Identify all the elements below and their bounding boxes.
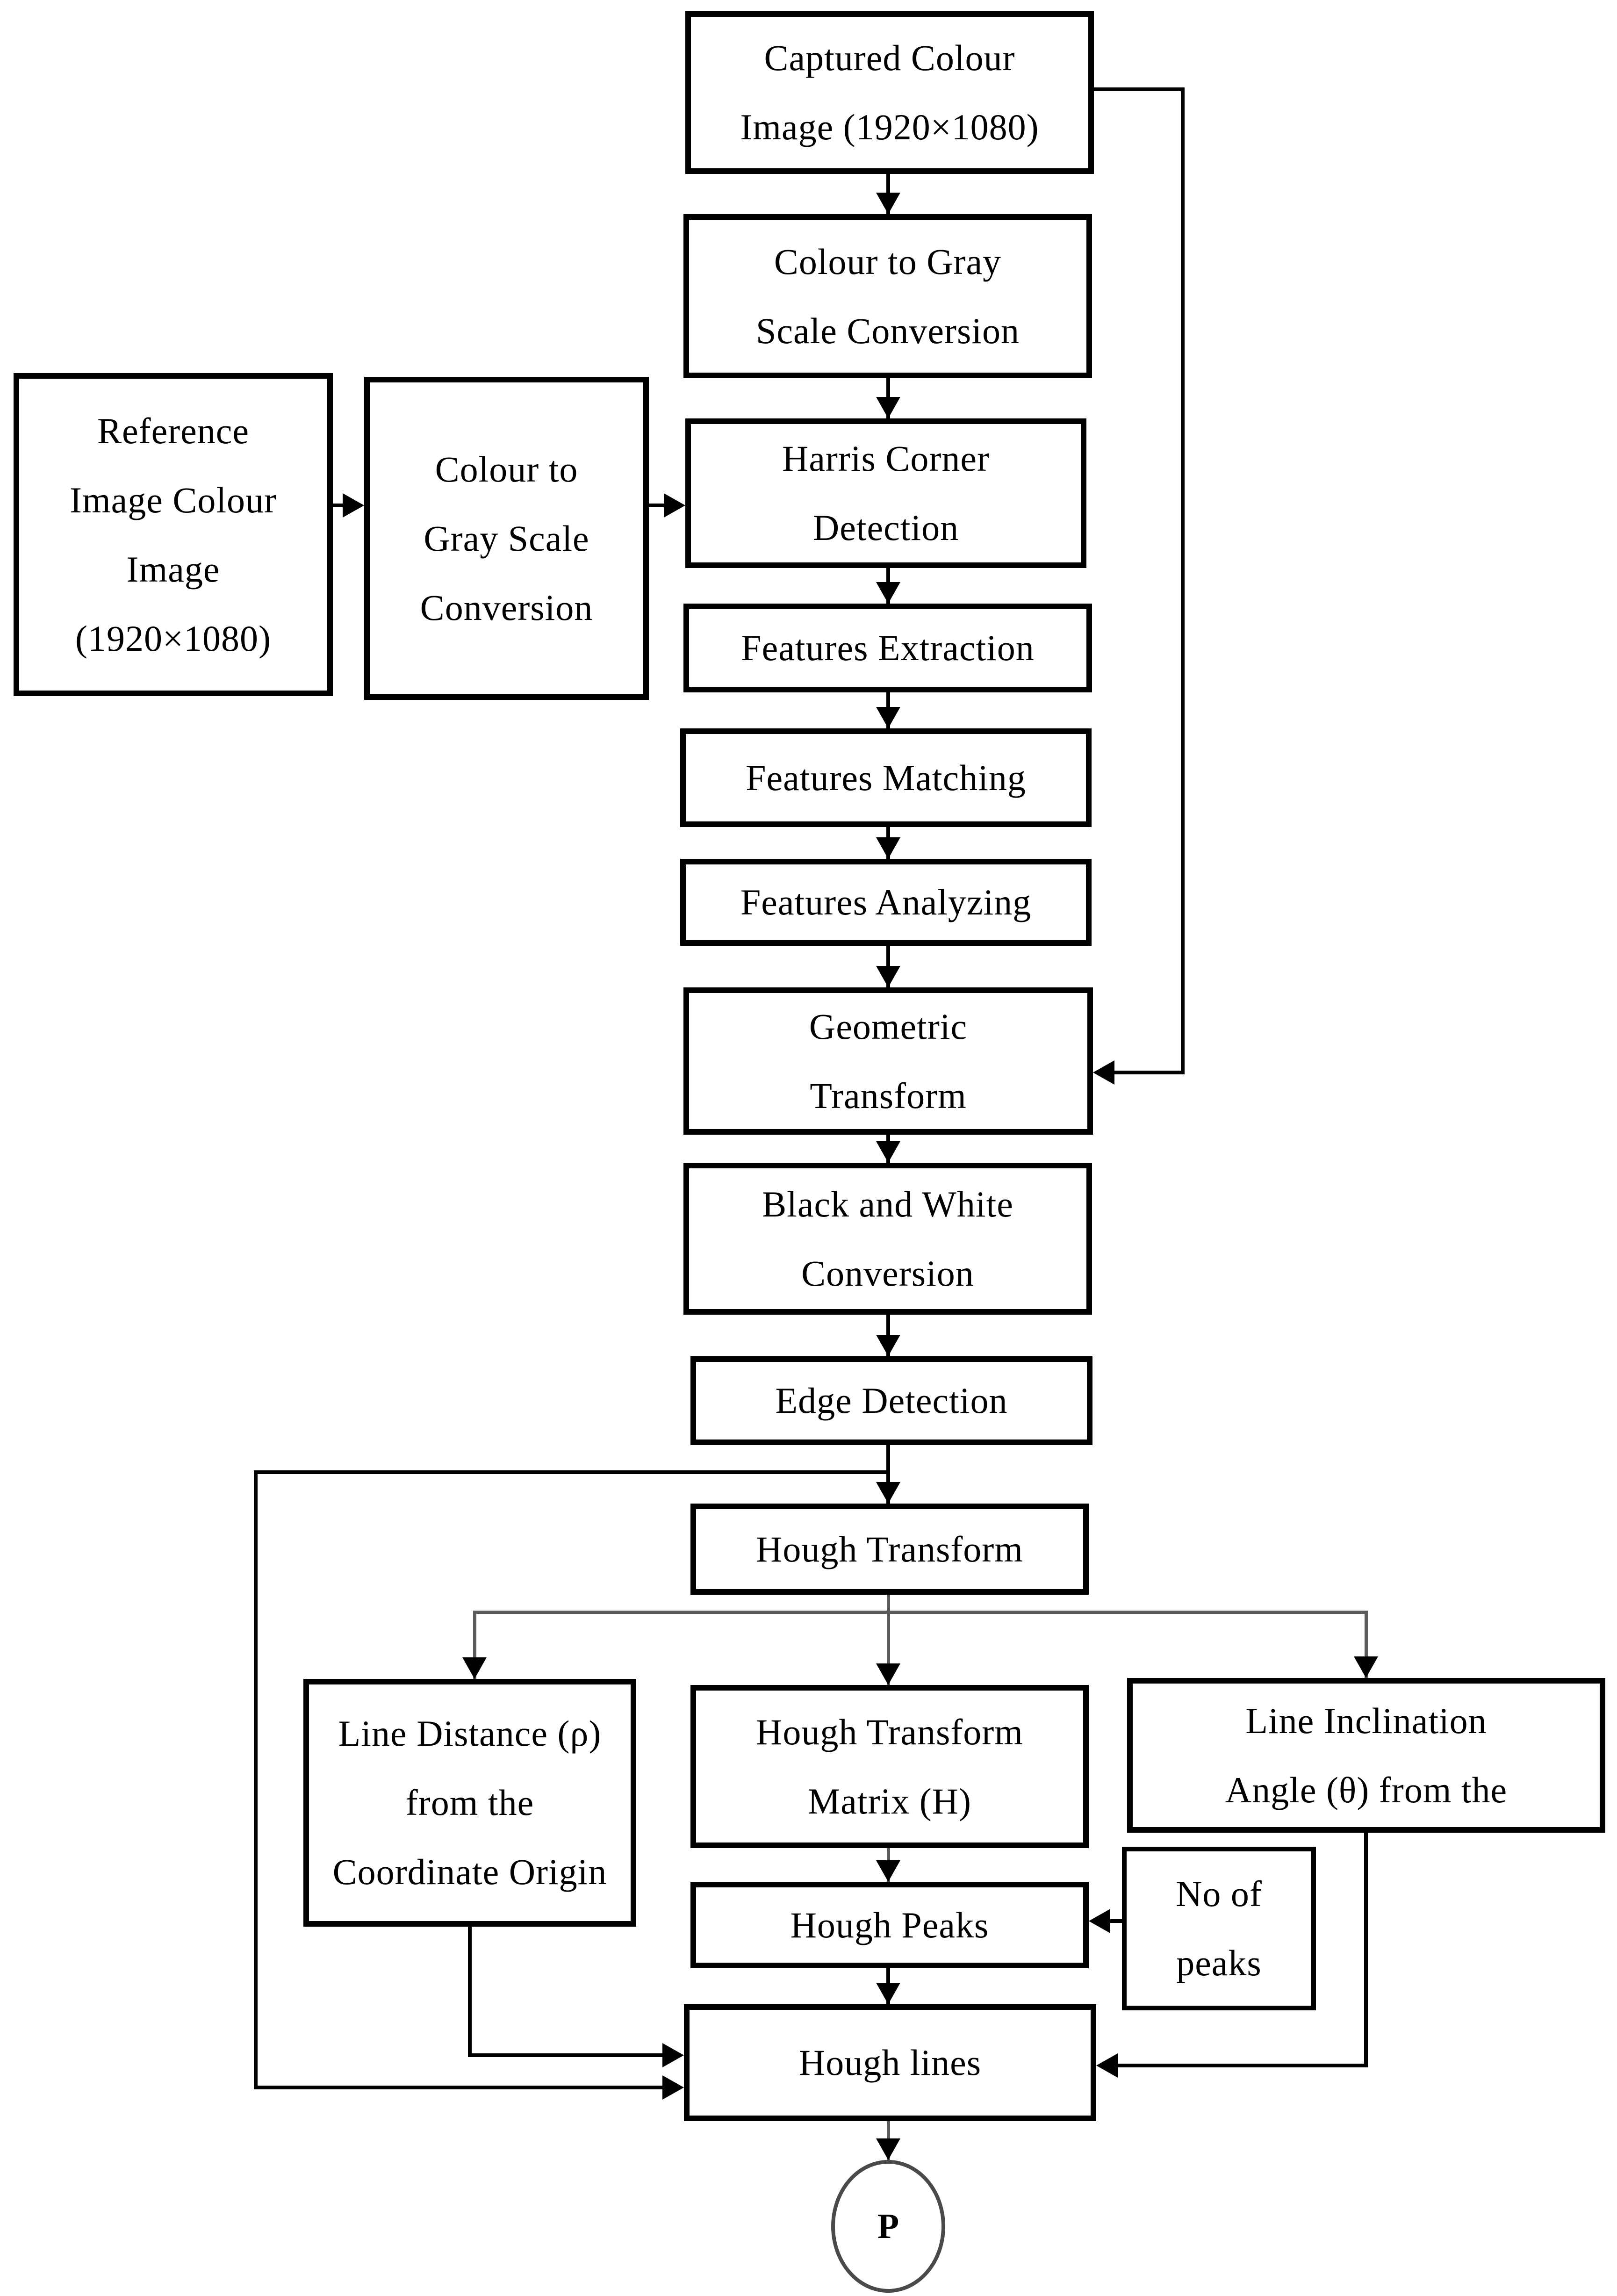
node-features-matching: Features Matching xyxy=(680,728,1092,827)
connector-linedistance-to-houghlines xyxy=(468,2053,664,2057)
connector-inclination-to-houghlines xyxy=(1118,2064,1366,2067)
arrowhead-right-into-c2gref xyxy=(343,493,364,518)
arrowhead-down-into-geometric xyxy=(876,966,900,987)
node-features-analyzing: Features Analyzing xyxy=(680,859,1092,946)
arrowhead-down-into-houghtransform xyxy=(876,1482,900,1504)
node-hough-transform-matrix: Hough Transform Matrix (H) xyxy=(690,1685,1089,1848)
connector-nopeaks-to-houghpeaks xyxy=(1110,1919,1122,1923)
arrowhead-down-into-edge xyxy=(876,1335,900,1356)
arrowhead-down-into-houghpeaks xyxy=(876,1860,900,1882)
arrowhead-right-into-harris xyxy=(664,493,685,518)
arrowhead-down-into-analyzing xyxy=(876,837,900,859)
arrowhead-left-into-houghlines xyxy=(1096,2053,1118,2078)
node-geometric-transform: Geometric Transform xyxy=(683,987,1093,1135)
connector-captured-feedback-vertical xyxy=(1181,87,1185,1074)
node-hough-lines: Hough lines xyxy=(684,2004,1096,2121)
connector-linedistance-down-vertical xyxy=(468,1927,472,2057)
connector-inclination-down-vertical xyxy=(1364,1833,1368,2067)
node-edge-detection: Edge Detection xyxy=(690,1356,1092,1445)
connector-edge-to-hough-transform xyxy=(886,1445,890,1504)
connector-branch-to-linedistance xyxy=(473,1611,476,1679)
node-hough-peaks: Hough Peaks xyxy=(690,1882,1089,1968)
arrowhead-left-into-geometric xyxy=(1093,1060,1114,1085)
terminal-p: P xyxy=(831,2160,945,2293)
connector-branch-to-inclination xyxy=(1365,1611,1368,1678)
connector-captured-feedback-top xyxy=(1093,87,1185,91)
arrowhead-down-into-terminal xyxy=(876,2138,900,2160)
arrowhead-down-into-bw xyxy=(876,1141,900,1163)
connector-reference-to-c2g xyxy=(333,504,346,507)
arrowhead-down-into-matrix xyxy=(876,1663,900,1685)
node-captured-colour-image: Captured Colour Image (1920×1080) xyxy=(685,11,1094,174)
arrowhead-down-into-matching xyxy=(876,707,900,728)
connector-houghtransform-branch xyxy=(473,1611,1366,1614)
connector-edge-bypass-horizontal-bottom xyxy=(254,2086,667,2089)
arrowhead-down-into-extraction xyxy=(876,582,900,604)
arrowhead-down-into-houghlines xyxy=(876,1983,900,2004)
node-colour-to-gray-main: Colour to Gray Scale Conversion xyxy=(683,214,1092,378)
node-colour-to-gray-reference: Colour to Gray Scale Conversion xyxy=(364,377,649,700)
node-no-of-peaks: No of peaks xyxy=(1122,1847,1316,2010)
node-features-extraction: Features Extraction xyxy=(683,604,1092,692)
arrowhead-right-linedistance-into-houghlines xyxy=(662,2043,684,2067)
arrowhead-left-into-houghpeaks xyxy=(1089,1909,1110,1933)
connector-houghtransform-to-matrix xyxy=(887,1595,890,1685)
connector-edge-bypass-horizontal-top xyxy=(254,1470,890,1474)
connector-c2gref-to-harris xyxy=(649,504,668,507)
connector-edge-bypass-vertical xyxy=(254,1470,258,2089)
node-hough-transform: Hough Transform xyxy=(690,1504,1089,1595)
arrowhead-right-edgebypass-into-houghlines xyxy=(662,2075,684,2100)
arrowhead-down-into-linedistance xyxy=(462,1657,487,1679)
node-reference-image: Reference Image Colour Image (1920×1080) xyxy=(14,373,333,696)
arrowhead-down-into-inclination xyxy=(1354,1656,1378,1678)
node-line-inclination-theta: Line Inclination Angle (θ) from the xyxy=(1127,1678,1605,1833)
node-black-and-white-conversion: Black and White Conversion xyxy=(683,1163,1092,1315)
node-line-distance-rho: Line Distance (ρ) from the Coordinate Or… xyxy=(303,1679,636,1927)
node-harris-corner-detection: Harris Corner Detection xyxy=(685,418,1086,568)
arrowhead-down-into-harris xyxy=(876,397,900,418)
connector-captured-feedback-bottom xyxy=(1114,1071,1183,1074)
arrowhead-down-into-c2g xyxy=(876,193,900,214)
